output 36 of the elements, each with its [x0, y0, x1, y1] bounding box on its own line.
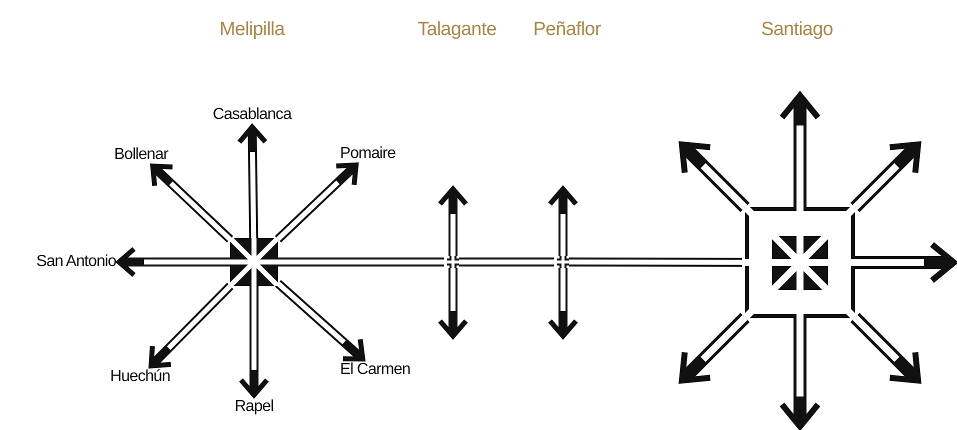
- road-junction: [557, 256, 569, 268]
- road-line: [459, 258, 554, 266]
- road-arrow: [438, 185, 468, 256]
- town-name: Santiago: [761, 19, 833, 41]
- road-arrow: [678, 312, 750, 384]
- road-arrow: [780, 318, 820, 430]
- destination-label: San Antonio: [36, 253, 116, 271]
- road-arrow: [239, 286, 269, 399]
- road-line: [278, 258, 444, 266]
- road-arrow: [115, 247, 230, 277]
- road-arrow: [678, 141, 750, 212]
- road-arrow: [548, 185, 578, 256]
- road-arrow: [548, 268, 578, 340]
- town-name: Melipilla: [219, 19, 285, 41]
- road-arrow: [850, 312, 922, 384]
- town-name: Talagante: [418, 19, 496, 41]
- destination-label: Casablanca: [212, 106, 292, 124]
- road-arrow: [150, 163, 234, 243]
- town-name: Peñaflor: [533, 19, 601, 41]
- road-arrow: [275, 280, 366, 362]
- road-arrow: [438, 268, 468, 340]
- road-arrow: [274, 162, 359, 242]
- road-line: [569, 258, 742, 267]
- road-arrow: [780, 90, 820, 207]
- destination-label: El Carmen: [340, 361, 410, 379]
- destination-label: Pomaire: [340, 145, 396, 163]
- road-arrow: [850, 141, 922, 212]
- town-square: [230, 238, 278, 286]
- road-arrow: [148, 282, 234, 369]
- destination-label: Huechún: [110, 368, 170, 386]
- road-arrow: [237, 123, 268, 238]
- road-junction: [447, 256, 459, 268]
- road-arrow: [855, 242, 957, 283]
- destination-label: Bollenar: [114, 146, 168, 164]
- city-square: [745, 207, 855, 318]
- destination-label: Rapel: [234, 398, 274, 416]
